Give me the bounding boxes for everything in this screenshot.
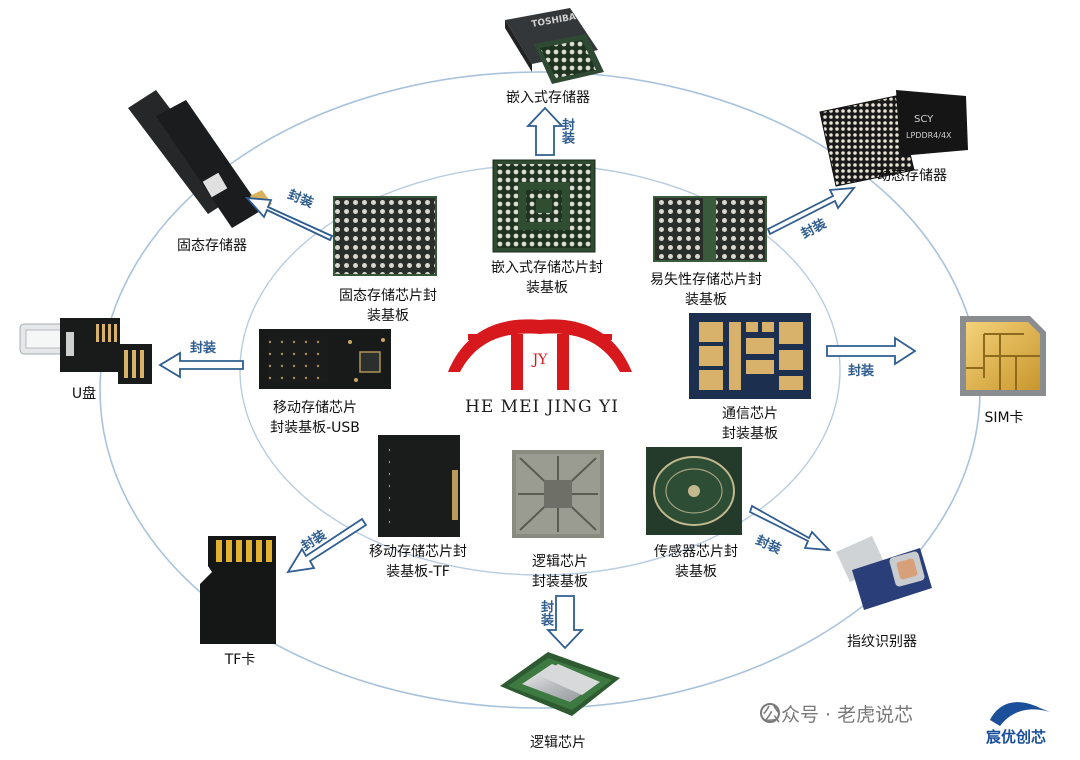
watermark-logo bbox=[760, 702, 1050, 726]
label-communication-substrate: 通信芯片 封装基板 bbox=[722, 406, 778, 442]
label-logic-chip: 逻辑芯片 bbox=[530, 735, 586, 751]
label-ssd: 固态存储器 bbox=[177, 238, 247, 254]
label-tf: TF卡 bbox=[224, 652, 256, 668]
brand-text: HE MEI JING YI bbox=[465, 397, 619, 417]
label-mobile-usb-substrate: 移动存储芯片 封装基板-USB bbox=[270, 400, 360, 436]
mobile-tf-substrate-image bbox=[378, 435, 460, 537]
logic-substrate-image bbox=[512, 450, 604, 538]
arrow-label-sim: 封装 bbox=[848, 364, 875, 379]
arrow-dram bbox=[766, 186, 857, 236]
ssd-image bbox=[128, 90, 272, 228]
label-embedded-substrate: 嵌入式存储芯片封 装基板 bbox=[491, 260, 603, 296]
dram-brand-marking: SCY bbox=[914, 114, 934, 125]
label-sim: SIM卡 bbox=[984, 410, 1024, 426]
arrow-embedded bbox=[525, 106, 565, 156]
udisk-image bbox=[19, 318, 152, 384]
label-embedded-storage: 嵌入式存储器 bbox=[506, 90, 590, 106]
arrow-udisk bbox=[158, 351, 244, 379]
label-logic-substrate: 逻辑芯片 封装基板 bbox=[532, 554, 588, 590]
solid-state-substrate-image bbox=[333, 196, 437, 276]
arrow-tf bbox=[286, 517, 368, 574]
arrow-label-udisk: 封装 bbox=[190, 341, 217, 356]
arrow-ssd bbox=[244, 196, 334, 242]
embedded-storage-image: TOSHIBA bbox=[505, 8, 604, 84]
arrow-label-logic: 封装 bbox=[538, 600, 553, 626]
label-sensor-substrate: 传感器芯片封 装基板 bbox=[654, 544, 738, 580]
arrow-label-embedded: 封装 bbox=[559, 118, 574, 144]
label-solid-state-substrate: 固态存储芯片封 装基板 bbox=[339, 288, 437, 324]
label-mobile-tf-substrate: 移动存储芯片封 装基板-TF bbox=[369, 544, 467, 580]
arrow-sim bbox=[826, 336, 917, 366]
logic-chip-image bbox=[500, 652, 620, 716]
watermark-text: 公众号 · 老虎说芯 bbox=[762, 704, 914, 726]
embedded-substrate-image bbox=[492, 159, 596, 253]
tf-card-image bbox=[200, 536, 276, 644]
dram-part-marking: LPDDR4/4X bbox=[906, 131, 952, 140]
label-fingerprint: 指纹识别器 bbox=[847, 634, 917, 650]
company-logo: JY bbox=[448, 319, 632, 390]
label-udisk: U盘 bbox=[71, 386, 97, 402]
arrow-logic bbox=[545, 595, 585, 650]
fingerprint-reader-image bbox=[836, 536, 932, 610]
arrow-fingerprint bbox=[748, 504, 832, 552]
label-volatile-substrate: 易失性存储芯片封 装基板 bbox=[650, 272, 762, 308]
communication-substrate-image bbox=[689, 313, 811, 399]
logo-mark: JY bbox=[531, 352, 549, 368]
watermark-logo-text: 宸优创芯 bbox=[986, 728, 1047, 746]
mobile-usb-substrate-image bbox=[259, 329, 391, 389]
volatile-substrate-image bbox=[653, 196, 767, 262]
sim-card-image bbox=[960, 316, 1046, 396]
label-dram: 动态存储器 bbox=[877, 168, 947, 184]
sensor-substrate-image bbox=[646, 447, 742, 535]
dram-image: SCY LPDDR4/4X bbox=[819, 90, 968, 187]
